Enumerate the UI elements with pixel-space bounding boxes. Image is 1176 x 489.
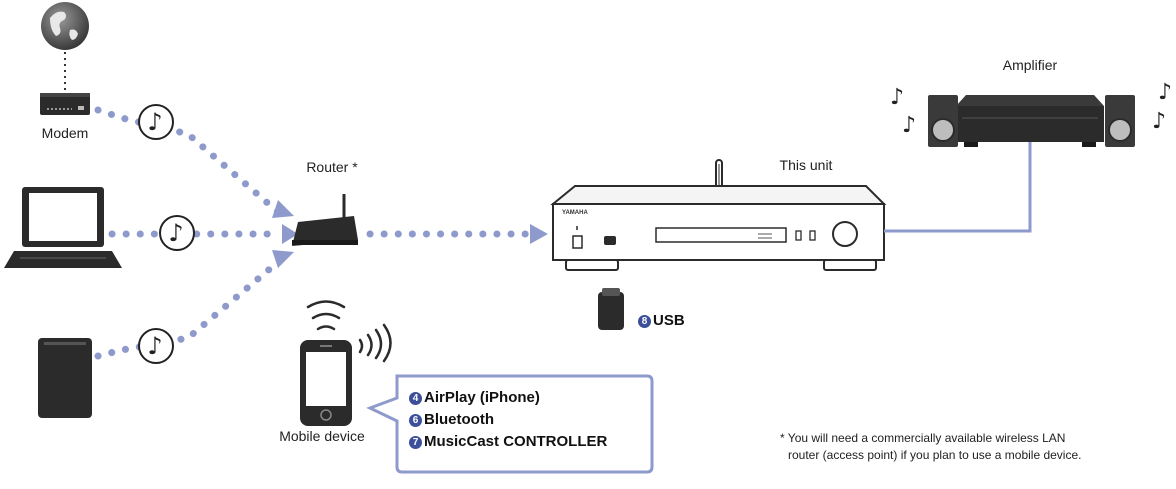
wifi-waves-icon [306, 300, 346, 331]
arrowhead-modem [272, 200, 294, 218]
music-note-icon: ♪ [902, 113, 916, 138]
this-unit-label: This unit [779, 157, 833, 173]
amplifier-label: Amplifier [1002, 57, 1058, 73]
music-note-icon: ♪ [1158, 80, 1172, 105]
audio-cable [884, 140, 1032, 233]
amplifier-icon [956, 95, 1104, 147]
footnote-line-1: * You will need a commercially available… [780, 431, 1066, 445]
modem-label: Modem [41, 125, 89, 141]
svg-text:♪: ♪ [147, 108, 162, 136]
arrowheads [272, 200, 548, 268]
callout-text: Bluetooth [424, 411, 494, 428]
mobile-device-label: Mobile device [279, 428, 365, 444]
svg-text:♪: ♪ [168, 219, 183, 247]
callout-text: MusicCast CONTROLLER [424, 433, 608, 450]
svg-text:♪: ♪ [147, 332, 162, 360]
arrowhead-unit [530, 224, 548, 244]
bluetooth-waves-icon [358, 323, 392, 363]
usb-stick-icon [598, 288, 624, 330]
music-note-icon: ♪ [138, 328, 174, 364]
floating-notes: ♪ ♪ ♪ ♪ [890, 80, 1172, 138]
this-unit-player: YAMAHA [550, 159, 887, 271]
speaker-right-icon [1105, 95, 1135, 147]
svg-text:YAMAHA: YAMAHA [562, 210, 588, 216]
smartphone-icon [300, 340, 352, 426]
callout-badge: 7 [409, 436, 422, 449]
arrowhead-nas [272, 250, 294, 268]
arrowhead-laptop [282, 224, 298, 244]
music-note-icon: ♪ [890, 85, 904, 110]
music-note-circles: ♪ ♪ ♪ [138, 104, 195, 364]
music-note-icon: ♪ [138, 104, 174, 140]
globe-icon [41, 2, 89, 50]
footnote: * You will need a commercially available… [780, 430, 1081, 464]
music-note-icon: ♪ [1152, 109, 1166, 134]
usb-badge: 8 [638, 315, 651, 328]
callout-bubble [366, 374, 654, 474]
speaker-left-icon [928, 95, 958, 147]
nas-server-icon [38, 338, 92, 418]
router-icon [292, 194, 358, 246]
music-note-icon: ♪ [159, 215, 195, 251]
laptop-icon [4, 187, 122, 268]
callout-badge: 4 [409, 392, 422, 405]
router-label: Router * [306, 159, 358, 175]
usb-text: USB [653, 312, 685, 329]
modem-icon [40, 93, 90, 115]
footnote-line-2: router (access point) if you plan to use… [788, 448, 1082, 462]
callout-badge: 6 [409, 414, 422, 427]
callout-text: AirPlay (iPhone) [424, 389, 540, 406]
